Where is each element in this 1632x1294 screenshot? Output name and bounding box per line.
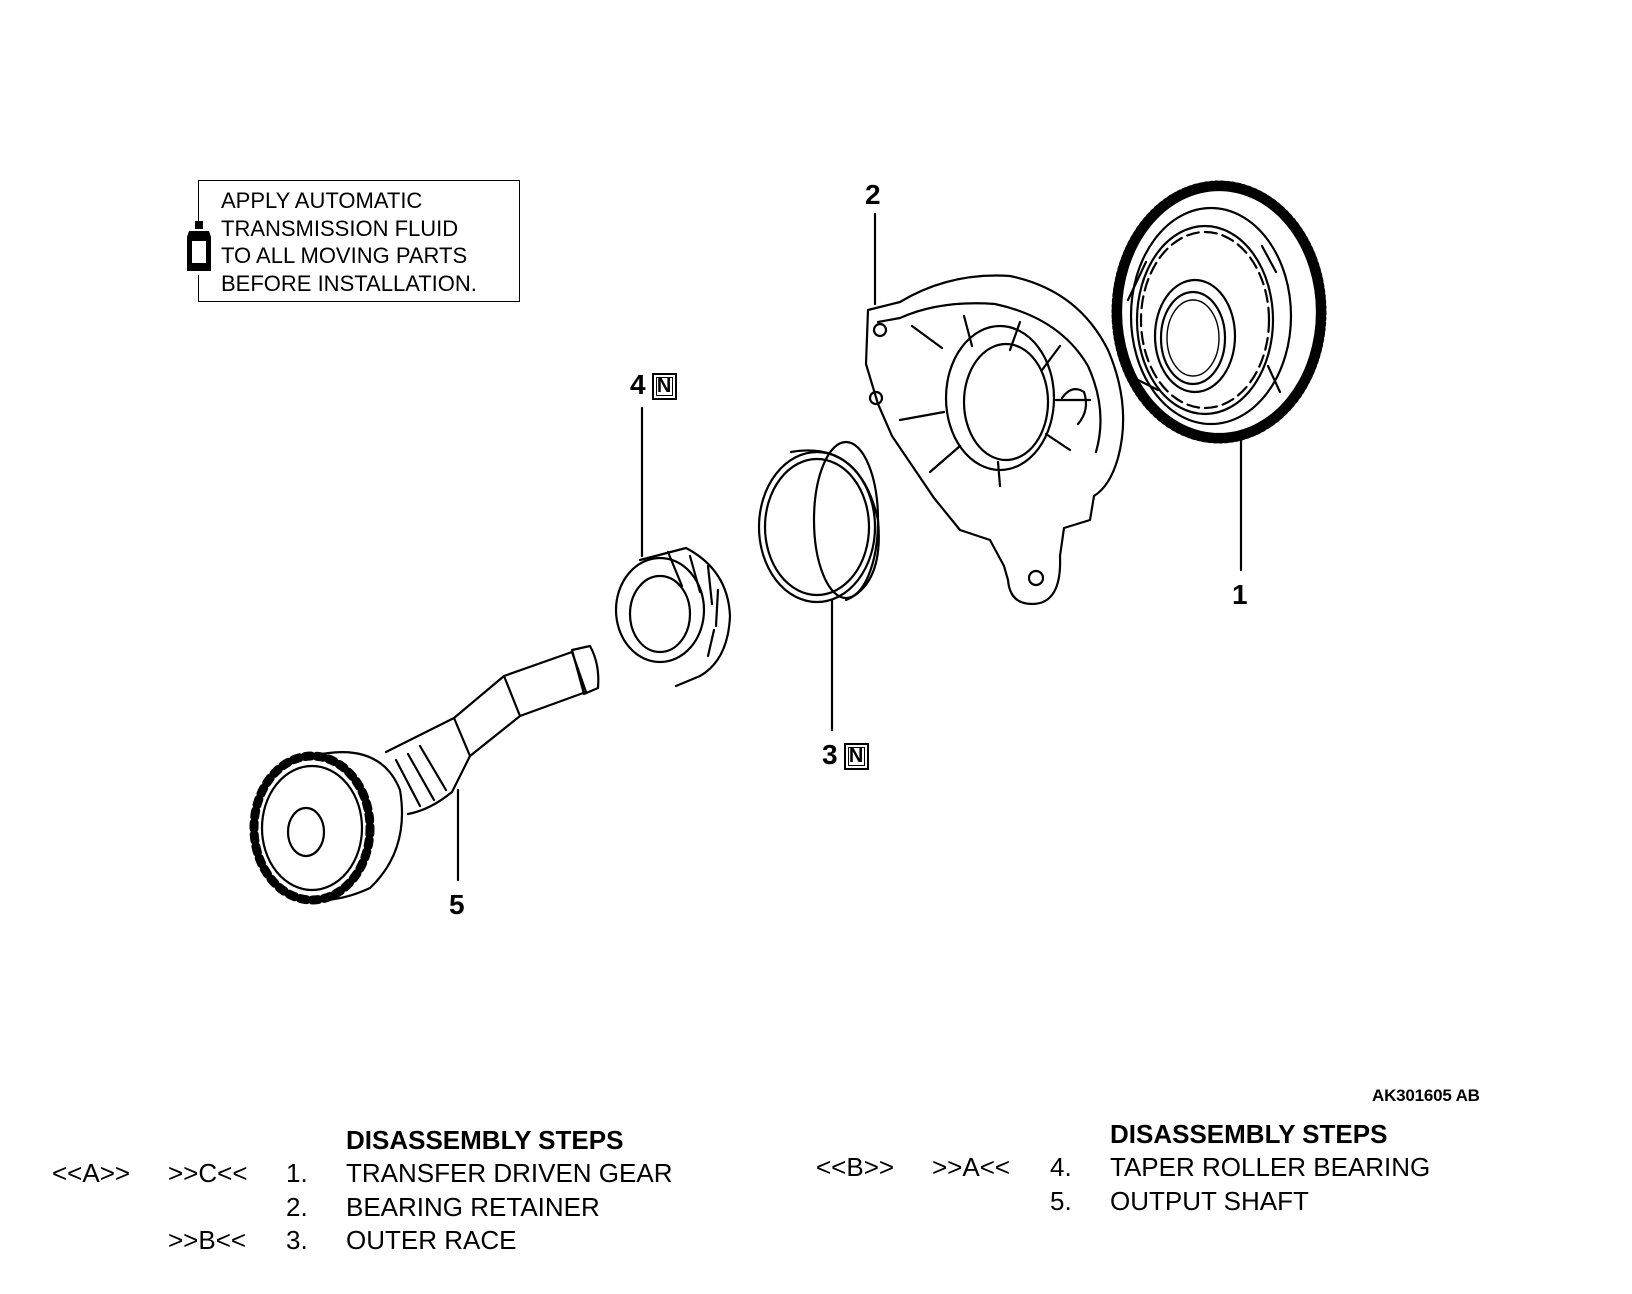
steps-list-left: DISASSEMBLY STEPS <<A>> >>C<< 1. TRANSFE… <box>52 1124 752 1258</box>
taper-roller-bearing <box>614 546 732 688</box>
steps-list-right: DISASSEMBLY STEPS <<B>> >>A<< 4. TAPER R… <box>816 1118 1576 1218</box>
step-number: 2. <box>286 1191 308 1222</box>
non-reusable-badge-icon: N <box>651 373 677 400</box>
note-line: BEFORE INSTALLATION. <box>221 270 477 296</box>
step-number: 4. <box>1050 1152 1072 1182</box>
bearing-retainer <box>864 274 1125 606</box>
fluid-bottle-icon <box>183 221 215 275</box>
step-row: <<A>> >>C<< 1. TRANSFER DRIVEN GEAR <box>52 1157 752 1191</box>
callout-2: 2 <box>865 180 881 210</box>
callout-number: 2 <box>865 179 881 210</box>
fluid-note-text: APPLY AUTOMATIC TRANSMISSION FLUID TO AL… <box>221 187 477 297</box>
step-label: OUTER RACE <box>346 1225 517 1255</box>
step-label: BEARING RETAINER <box>346 1191 600 1222</box>
fluid-note-box: APPLY AUTOMATIC TRANSMISSION FLUID TO AL… <box>183 180 520 302</box>
note-line: APPLY AUTOMATIC <box>221 188 423 213</box>
callout-number: 1 <box>1232 579 1248 610</box>
removal-mark: <<A>> <box>52 1158 131 1188</box>
output-shaft <box>249 644 600 905</box>
step-row: >>B<< 3. OUTER RACE <box>52 1224 752 1258</box>
transfer-driven-gear <box>1111 180 1327 444</box>
callout-1: 1 <box>1232 580 1248 610</box>
figure-code: AK301605 AB <box>1372 1086 1480 1105</box>
non-reusable-badge-icon: N <box>843 743 869 770</box>
note-line: TO ALL MOVING PARTS <box>221 243 468 268</box>
install-mark: >>B<< <box>168 1225 247 1255</box>
install-mark: >>A<< <box>932 1152 1011 1182</box>
callout-number: 3 <box>822 739 838 770</box>
step-label: TAPER ROLLER BEARING <box>1110 1152 1431 1182</box>
step-row: 2. BEARING RETAINER <box>52 1191 752 1225</box>
steps-heading: DISASSEMBLY STEPS <box>346 1125 624 1155</box>
step-row: <<B>> >>A<< 4. TAPER ROLLER BEARING <box>816 1151 1576 1185</box>
step-number: 5. <box>1050 1185 1072 1216</box>
callout-number: 4 <box>630 369 646 400</box>
step-row: 5. OUTPUT SHAFT <box>816 1185 1576 1219</box>
step-number: 3. <box>286 1225 308 1255</box>
outer-race <box>757 440 880 604</box>
removal-mark: <<B>> <box>816 1152 895 1182</box>
note-line: TRANSMISSION FLUID <box>221 215 459 241</box>
callout-number: 5 <box>449 889 465 920</box>
step-label: OUTPUT SHAFT <box>1110 1185 1309 1216</box>
install-mark: >>C<< <box>168 1158 248 1188</box>
steps-heading: DISASSEMBLY STEPS <box>1110 1119 1388 1149</box>
step-label: TRANSFER DRIVEN GEAR <box>346 1158 673 1188</box>
callout-5: 5 <box>449 890 465 920</box>
step-number: 1. <box>286 1158 308 1188</box>
